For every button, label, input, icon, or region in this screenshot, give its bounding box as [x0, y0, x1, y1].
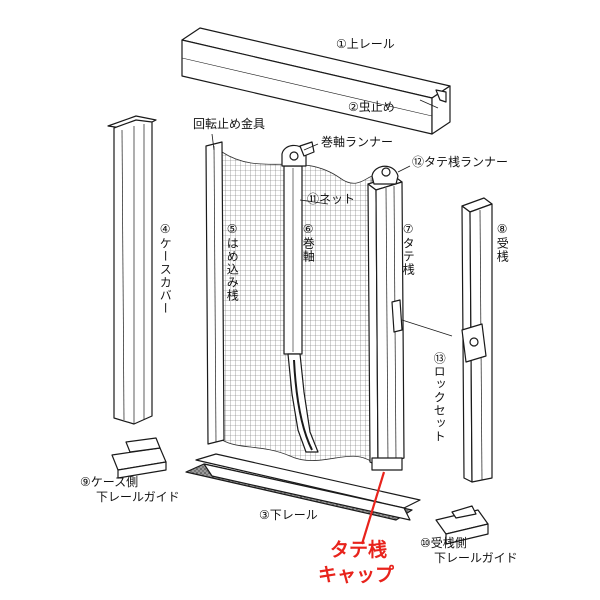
label-roll-shaft: ⑥巻軸	[301, 222, 316, 263]
label-case-side-guide-2: 下レールガイド	[96, 490, 180, 504]
label-receiver-side-guide-2: 下レールガイド	[434, 551, 518, 565]
label-lower-rail: ③下レール	[259, 508, 318, 522]
door-assembly	[205, 141, 405, 471]
callout-vertical-bar-cap-line1: タテ桟	[330, 539, 388, 561]
top-rail	[181, 27, 451, 135]
callout-vertical-bar-cap-line2: キャップ	[318, 564, 395, 586]
label-insert-bar: ⑤はめ込み桟	[225, 222, 240, 302]
label-vertical-bar: ⑦タテ桟	[401, 222, 416, 276]
case-side-guide-part	[111, 437, 167, 479]
receiver-side-guide-part	[435, 505, 489, 545]
cap-callout-line	[360, 471, 386, 545]
label-insect-guard: ②虫止め	[348, 100, 395, 114]
label-lock-set: ⑬ロックセット	[432, 352, 447, 443]
label-net: ⑪ネット	[307, 192, 356, 206]
case-cover-part	[107, 115, 157, 425]
receiver-bar-part	[461, 197, 493, 483]
label-vertical-runner: ⑫タテ桟ランナー	[412, 155, 509, 169]
label-receiver-bar: ⑧受桟	[495, 222, 510, 263]
label-rotation-stopper: 回転止め金具	[193, 117, 266, 131]
label-receiver-side-guide-1: ⑩受桟側	[420, 536, 467, 550]
leader-lines	[211, 99, 439, 205]
label-case-cover: ④ケースカバー	[158, 222, 173, 315]
label-shaft-runner: 巻軸ランナー	[321, 135, 394, 149]
label-top-rail: ①上レール	[336, 37, 395, 51]
lock-set-part	[391, 299, 453, 337]
label-case-side-guide-1: ⑨ケース側	[80, 475, 139, 489]
lower-rail-part	[185, 453, 421, 521]
